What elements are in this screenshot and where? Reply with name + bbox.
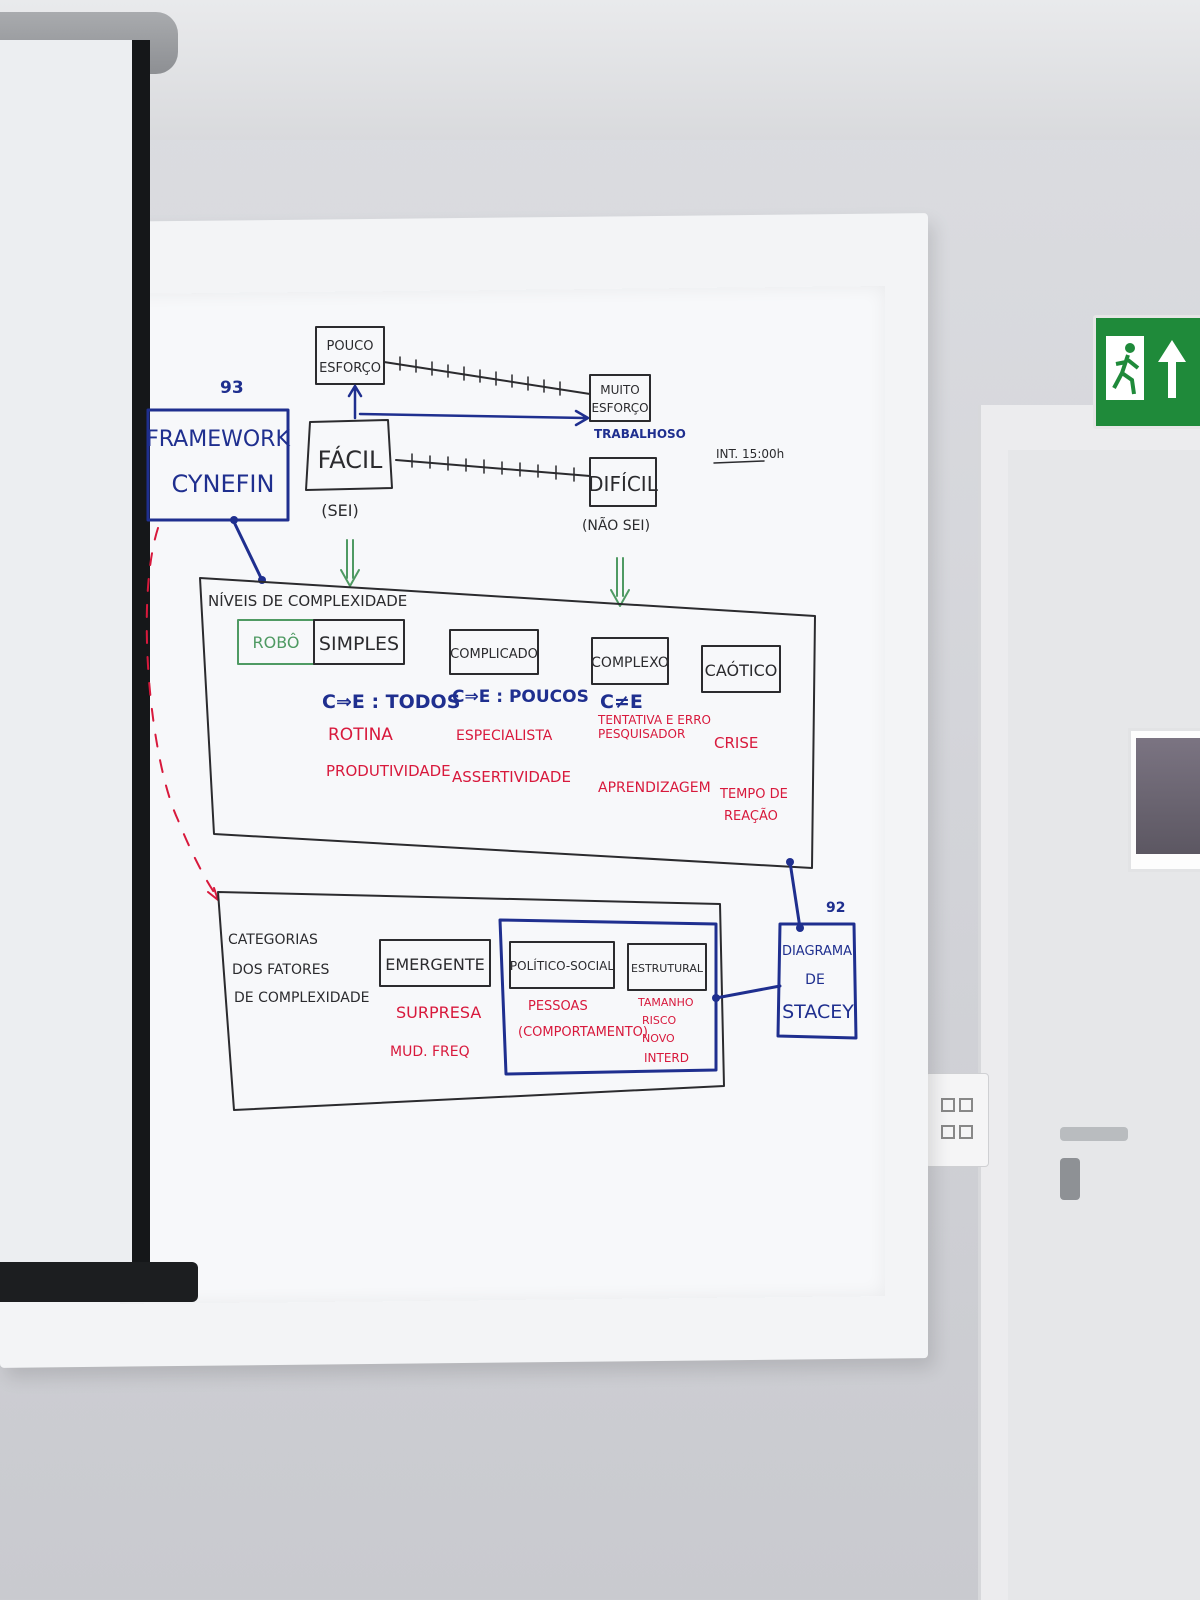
projector-screen-bottom-bar	[0, 1262, 198, 1302]
complexo-item-3: APRENDIZAGEM	[598, 780, 711, 796]
exit-sign	[1093, 315, 1200, 429]
complicado-item-2: ASSERTIVIDADE	[452, 768, 571, 786]
robo-label: ROBÔ	[253, 633, 300, 652]
politico-social-label: POLÍTICO-SOCIAL	[510, 958, 614, 973]
framework-title-2: CYNEFIN	[172, 470, 275, 498]
complexo-item-2: PESQUISADOR	[598, 727, 685, 741]
pouco-esforco-box	[315, 326, 385, 385]
niveis-box	[199, 577, 816, 869]
green-arrow-left	[340, 539, 360, 587]
estrutural-item-2: RISCO	[642, 1014, 677, 1027]
simples-box	[313, 619, 405, 665]
complexo-cause: C≠E	[600, 691, 643, 713]
caotico-item-1: CRISE	[714, 734, 758, 752]
trabalhoso-label: TRABALHOSO	[594, 427, 686, 441]
muito-esforco-box	[589, 374, 651, 422]
politico-item-1: PESSOAS	[528, 999, 588, 1014]
interval-note: INT. 15:00h	[716, 447, 784, 461]
arrow-up-to-pouco	[347, 384, 363, 420]
difficulty-scale-ticks	[411, 453, 575, 482]
running-man-arrow-up-icon	[1106, 336, 1186, 400]
politico-estrutural-group	[498, 918, 718, 1076]
muito-esforco-label: ESFORÇO	[591, 401, 648, 415]
framework-box	[146, 408, 290, 522]
complicado-label: COMPLICADO	[450, 647, 538, 662]
door-handle	[1060, 1127, 1128, 1141]
connector-niveis-stacey	[788, 860, 802, 930]
estrutural-item-4: INTERD	[644, 1051, 689, 1065]
estrutural-box	[627, 943, 707, 991]
door-lock	[1060, 1158, 1080, 1200]
facil-label: FÁCIL	[318, 445, 383, 474]
estrutural-item-3: NOVO	[642, 1032, 675, 1045]
categorias-title-2: DOS FATORES	[232, 962, 330, 978]
caotico-item-2: TEMPO DE	[719, 787, 788, 802]
categorias-title-1: CATEGORIAS	[228, 932, 318, 948]
green-arrow-right	[610, 557, 630, 607]
complexo-box	[591, 637, 669, 685]
pouco-esforco-label: ESFORÇO	[319, 361, 381, 376]
pouco-label: POUCO	[327, 339, 374, 354]
stacey-box	[776, 922, 858, 1040]
stacey-line-2: DE	[805, 972, 825, 988]
emergente-item-2: MUD. FREQ	[390, 1044, 470, 1060]
wall-picture	[1136, 738, 1200, 854]
framework-number: 93	[220, 378, 244, 398]
complexo-label: COMPLEXO	[591, 655, 669, 671]
arrow-to-trabalhoso	[358, 409, 590, 427]
politico-social-box	[509, 941, 615, 989]
estrutural-item-1: TAMANHO	[637, 996, 694, 1009]
nao-sei-label: (NÃO SEI)	[582, 517, 650, 534]
politico-item-2: (COMPORTAMENTO)	[518, 1025, 648, 1040]
sei-label: (SEI)	[321, 501, 358, 520]
simples-cause: C⇒E : TODOS	[322, 691, 460, 713]
stacey-number: 92	[826, 900, 845, 916]
connector-categorias-stacey	[714, 984, 782, 1000]
dificil-box	[589, 457, 657, 507]
estrutural-label: ESTRUTURAL	[631, 962, 704, 975]
simples-item-2: PRODUTIVIDADE	[326, 762, 451, 780]
stacey-line-1: DIAGRAMA	[782, 944, 852, 959]
dashed-connector-arc	[145, 527, 219, 899]
facil-box	[305, 419, 393, 491]
categorias-box	[217, 891, 725, 1111]
dificil-label: DIFÍCIL	[588, 472, 659, 496]
simples-item-1: ROTINA	[328, 725, 393, 745]
projector-screen	[0, 40, 150, 1270]
complexo-item-1: TENTATIVA E ERRO	[597, 713, 711, 727]
effort-scale-line	[383, 361, 591, 395]
complicado-item-1: ESPECIALISTA	[456, 728, 553, 744]
simples-label: SIMPLES	[319, 633, 399, 655]
framework-title-1: FRAMEWORK	[146, 427, 290, 452]
light-switch	[925, 1073, 989, 1167]
caotico-label: CAÓTICO	[705, 661, 778, 680]
caotico-item-3: REAÇÃO	[724, 808, 778, 824]
caotico-box	[701, 645, 781, 693]
effort-scale-ticks	[399, 356, 561, 396]
difficulty-scale-line	[395, 459, 591, 477]
niveis-title: NÍVEIS DE COMPLEXIDADE	[208, 591, 407, 610]
categorias-title-3: DE COMPLEXIDADE	[234, 990, 370, 1006]
connector-framework-niveis	[232, 520, 264, 582]
emergente-label: EMERGENTE	[385, 955, 485, 974]
muito-label: MUITO	[600, 383, 639, 397]
stacey-line-3: STACEY	[782, 1001, 854, 1023]
switch-buttons-icon	[941, 1098, 973, 1139]
emergente-box	[379, 939, 491, 987]
interval-underline	[713, 460, 765, 464]
door	[1008, 450, 1200, 1600]
ceiling-wall	[0, 0, 1200, 140]
complicado-box	[449, 629, 539, 675]
complicado-cause: C⇒E : POUCOS	[452, 687, 589, 707]
emergente-item-1: SURPRESA	[396, 1003, 481, 1022]
